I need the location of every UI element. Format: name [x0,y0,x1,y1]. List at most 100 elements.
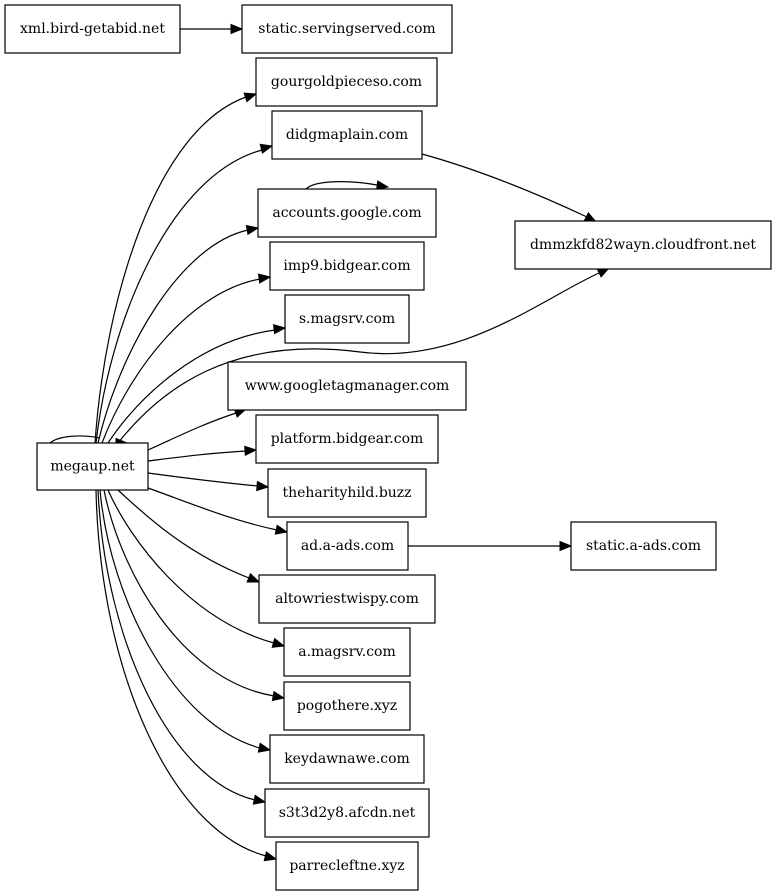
edge-megaup-to-amagsrv [107,489,286,648]
node-altowriest: altowriestwispy.com [258,574,436,624]
node-box [264,788,430,838]
edge-line [99,489,261,749]
node-label: dmmzkfd82wayn.cloudfront.net [530,237,756,253]
edge-didgma-to-cloudfront [421,153,598,223]
edge-line [94,96,247,444]
node-label: megaup.net [50,459,135,475]
edge-megaup-to-imp9 [101,273,272,444]
node-label: didgmaplain.com [286,127,408,143]
node-label: www.googletagmanager.com [245,378,450,394]
node-parrecleftne: parrecleftne.xyz [275,841,419,891]
node-smagsrv: s.magsrv.com [284,294,410,344]
arrowhead-icon [273,323,287,335]
node-label: imp9.bidgear.com [283,258,410,274]
node-keydawnawe: keydawnawe.com [269,734,425,784]
edge-line [107,329,276,444]
arrowhead-icon [263,851,278,862]
edge-line [117,272,600,444]
edge-line [147,487,278,531]
arrowhead-icon [257,742,272,753]
edge-megaup-to-gtm [147,408,248,451]
edge-megaup-to-smagsrv [107,323,287,444]
node-label: gourgoldpieceso.com [271,74,422,90]
arrowhead-icon [559,540,573,552]
node-box [283,681,411,731]
arrowhead-icon [257,273,272,284]
node-box [283,627,411,677]
node-label: a.magsrv.com [298,644,396,660]
edge-line [117,489,250,579]
edge-line [103,489,275,697]
node-gourgold: gourgoldpieceso.com [255,57,438,107]
node-box [227,361,467,411]
node-label: s3t3d2y8.afcdn.net [279,805,416,821]
arrowhead-icon [274,524,289,535]
node-accounts: accounts.google.com [257,188,437,238]
edge-megaup-to-pogothere [103,489,286,702]
arrowhead-icon [245,224,260,236]
nodes-layer: xml.bird-getabid.net static.servingserved… [4,4,772,891]
node-static_serving: static.servingserved.com [241,4,453,54]
edge-megaup-to-altowriest [117,489,261,583]
edge-megaup-to-theharity [147,472,270,492]
edge-megaup-to-gourgold [94,92,258,444]
edge-line [147,450,247,462]
edge-megaup-to-aads [147,487,289,535]
arrowhead-icon [256,480,270,492]
arrowhead-icon [243,92,258,103]
edge-line [305,181,378,190]
node-box [514,220,772,270]
edge-megaup-to-s3t3d2y8 [97,489,267,805]
arrowhead-icon [259,143,274,154]
node-label: altowriestwispy.com [275,591,419,607]
node-theharity: theharityhild.buzz [267,468,427,518]
edge-line [97,489,256,801]
node-pogothere: pogothere.xyz [283,681,411,731]
node-box [269,734,425,784]
node-box [241,4,453,54]
edge-megaup-to-accounts [97,224,260,444]
node-aads: ad.a-ads.com [286,521,409,571]
node-box [269,241,425,291]
node-box [258,574,436,624]
edge-megaup-to-didgma [95,143,274,444]
node-label: parrecleftne.xyz [289,858,404,874]
node-megaup: megaup.net [36,442,149,491]
node-box [275,841,419,891]
node-box [4,4,181,54]
edge-line [107,489,275,644]
node-box [36,442,149,491]
node-box [257,188,437,238]
arrowhead-icon [252,794,267,805]
edge-line [95,489,267,857]
edge-megaup-to-platform [147,445,258,462]
node-s3t3d2y8: s3t3d2y8.afcdn.net [264,788,430,838]
edge-line [101,278,261,444]
node-box [286,521,409,571]
edge-line [147,412,237,451]
node-static_aads: static.a-ads.com [570,521,717,571]
arrowhead-icon [244,445,258,457]
arrowhead-icon [271,690,286,702]
edge-aads-to-static_aads [408,540,573,552]
arrowhead-icon [246,572,261,583]
edge-line [95,149,263,444]
edge-line [49,435,101,444]
edge-line [421,153,588,218]
node-label: xml.bird-getabid.net [20,21,165,37]
edge-line [97,229,249,444]
node-label: static.servingserved.com [258,21,435,37]
node-label: ad.a-ads.com [301,538,394,554]
edge-megaup-to-keydawnawe [99,489,272,753]
node-box [284,294,410,344]
node-label: platform.bidgear.com [271,431,424,447]
node-box [271,110,423,160]
node-platform: platform.bidgear.com [255,414,439,464]
node-box [570,521,717,571]
node-label: keydawnawe.com [284,751,410,767]
node-box [255,414,439,464]
edge-megaup-to-parrecleftne [95,489,278,862]
node-cloudfront: dmmzkfd82wayn.cloudfront.net [514,220,772,270]
node-label: accounts.google.com [272,205,421,221]
